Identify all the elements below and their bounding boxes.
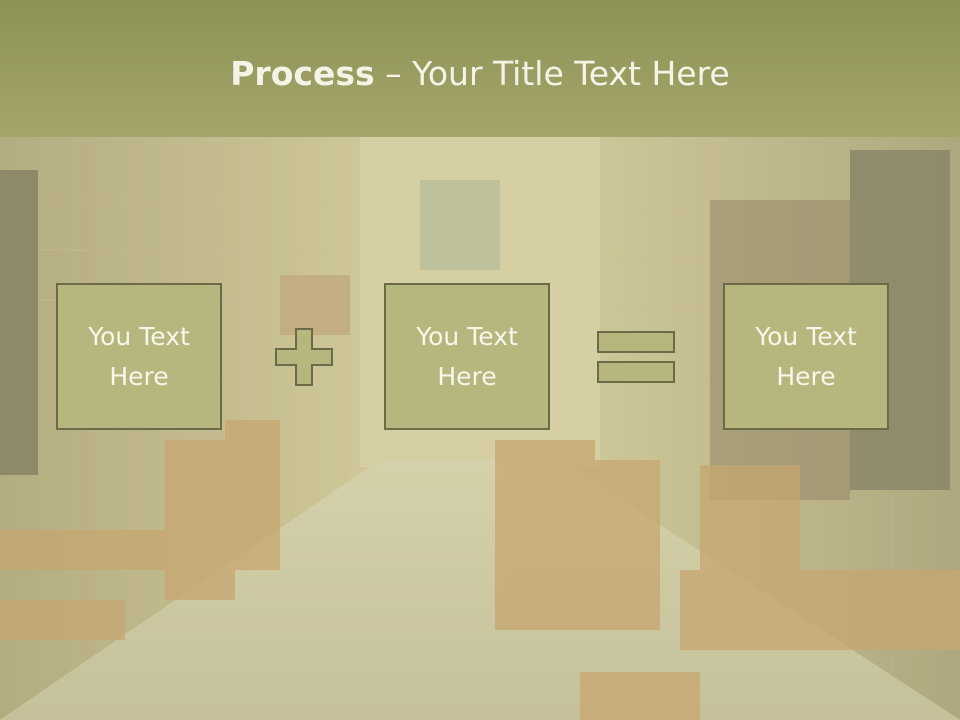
text-box-2-label: You Text Here [416, 321, 518, 391]
slide-title: Process – Your Title Text Here [0, 52, 960, 96]
plus-icon [275, 328, 333, 386]
title-rest: – Your Title Text Here [374, 54, 730, 93]
title-bold: Process [230, 54, 375, 93]
text-box-1-label: You Text Here [88, 321, 190, 391]
equals-icon [597, 331, 675, 383]
title-bar [0, 0, 960, 137]
text-box-3-label: You Text Here [755, 321, 857, 391]
text-box-3[interactable]: You Text Here [723, 283, 889, 430]
text-box-1[interactable]: You Text Here [56, 283, 222, 430]
text-box-2[interactable]: You Text Here [384, 283, 550, 430]
